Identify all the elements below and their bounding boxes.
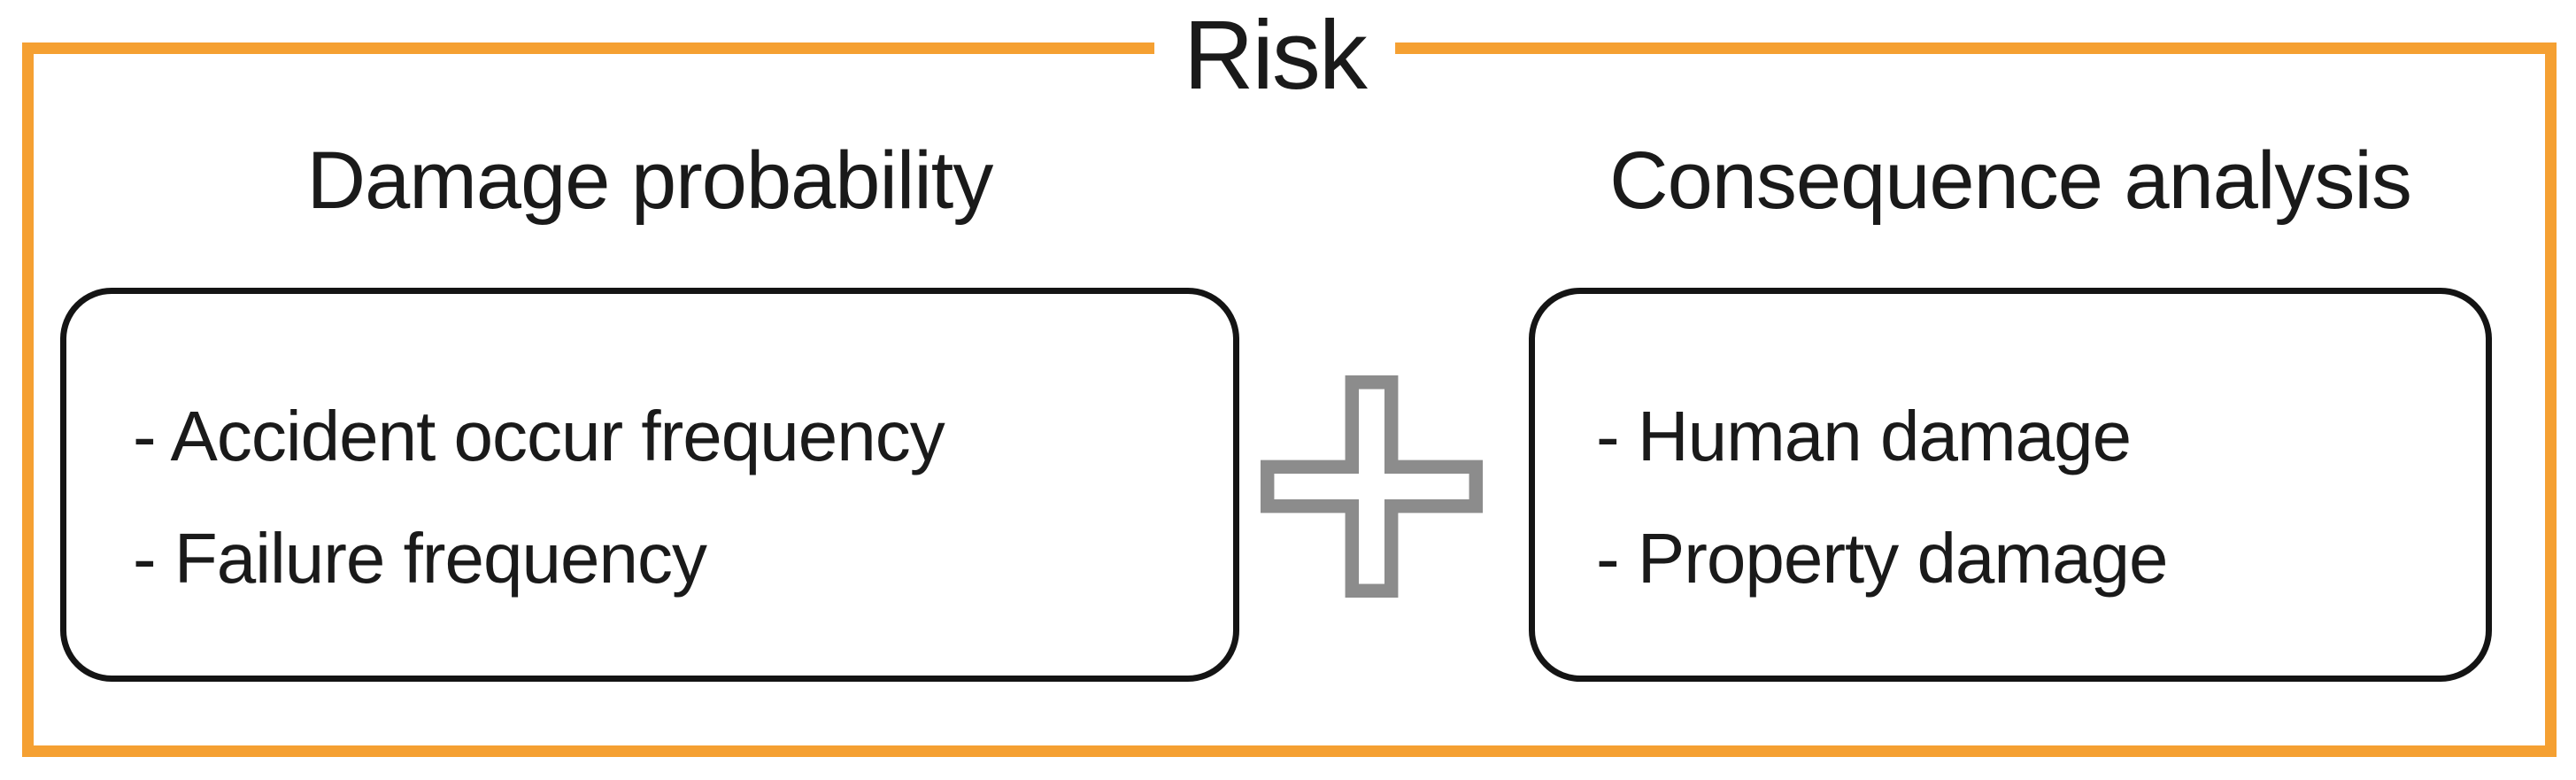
damage-probability-heading: Damage probability xyxy=(306,135,994,226)
damage-probability-box: - Accident occur frequency - Failure fre… xyxy=(60,288,1239,682)
list-item: - Human damage xyxy=(1596,397,2132,475)
consequence-analysis-box: - Human damage - Property damage xyxy=(1529,288,2492,682)
list-item: - Failure frequency xyxy=(133,519,707,598)
risk-frame-border xyxy=(22,42,2557,757)
consequence-analysis-heading: Consequence analysis xyxy=(1609,135,2412,226)
list-item: - Property damage xyxy=(1596,519,2169,598)
plus-icon xyxy=(1261,375,1483,598)
diagram-title: Risk xyxy=(1154,0,1395,112)
list-item: - Accident occur frequency xyxy=(133,397,945,475)
